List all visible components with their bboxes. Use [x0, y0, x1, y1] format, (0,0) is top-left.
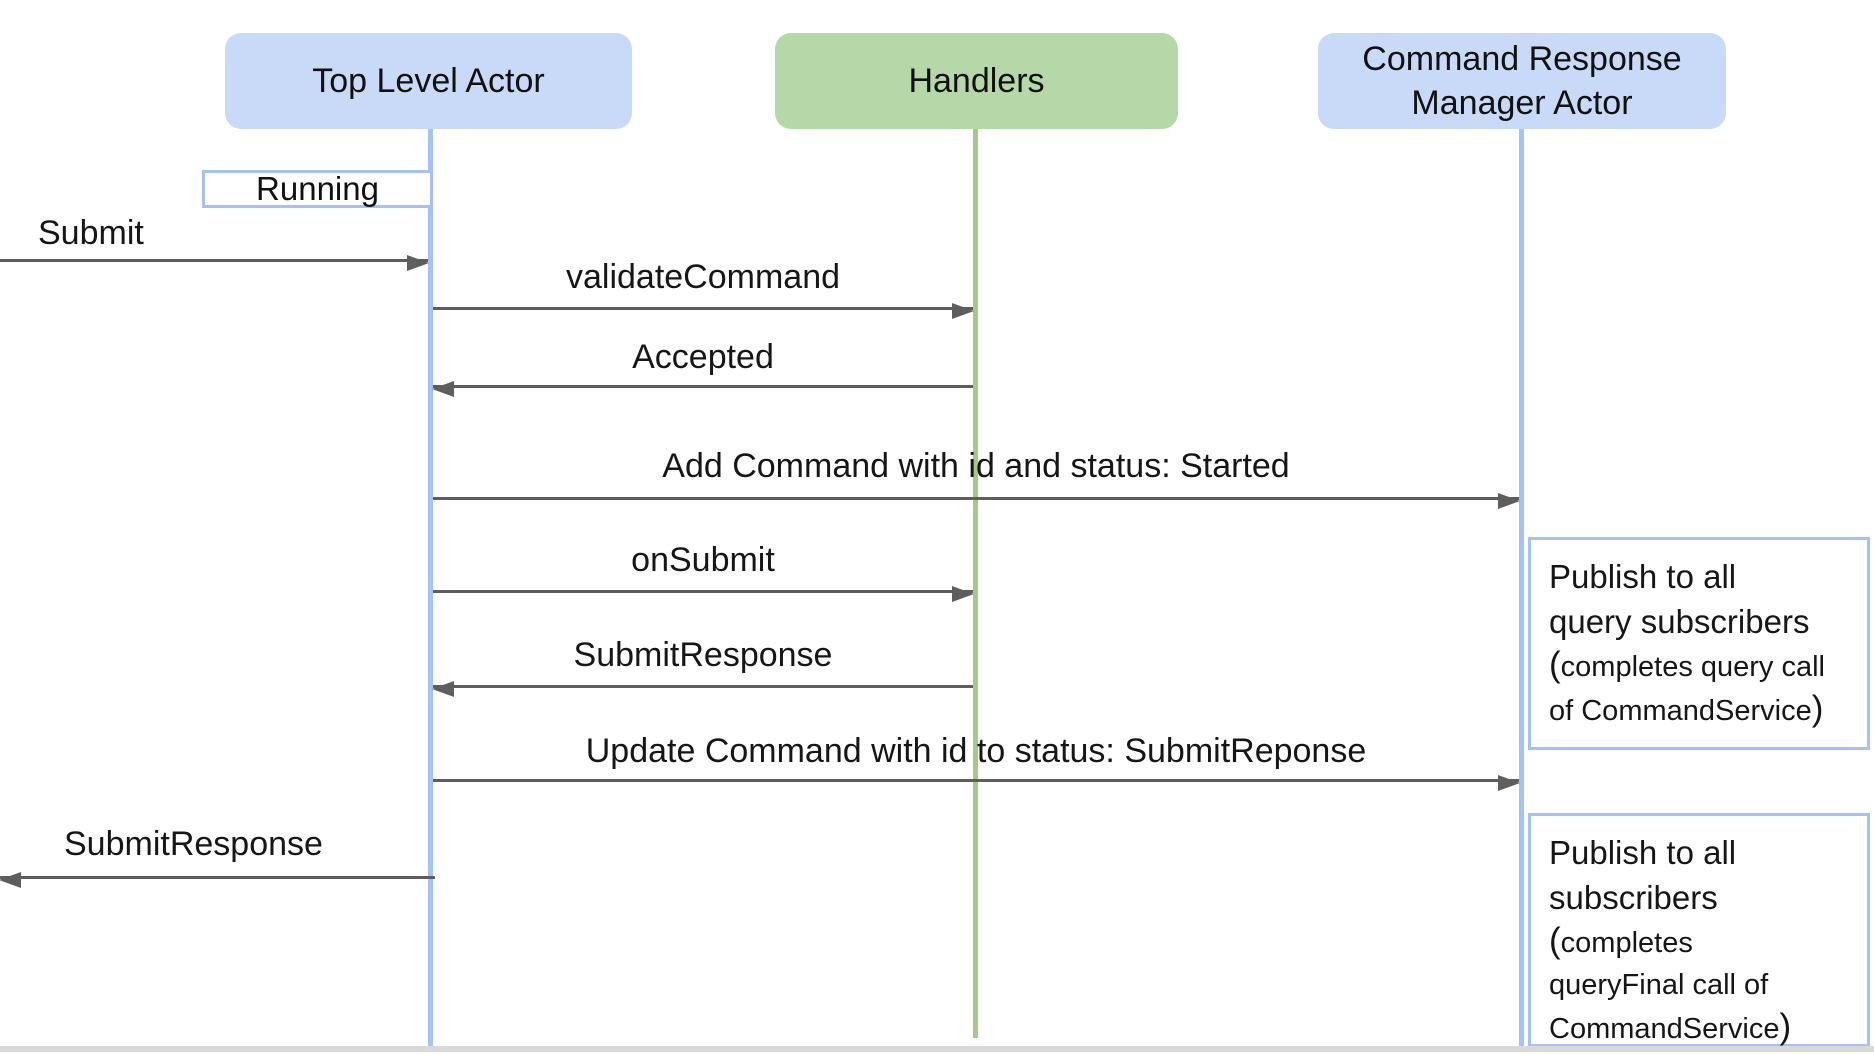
message-label-accepted: Accepted [632, 338, 774, 376]
note-line: of CommandService) [1549, 689, 1824, 728]
message-arrow-update-command [433, 775, 1520, 791]
actor-label-line2: Manager Actor [1411, 84, 1633, 122]
message-arrow-submit-response [432, 681, 973, 697]
note-line: (completes [1549, 921, 1693, 960]
arrowhead-right-icon [1498, 493, 1520, 509]
actor-label-top-level-actor: Top Level Actor [312, 62, 545, 100]
note-line: Publish to all [1549, 834, 1737, 871]
activation-box-running: Running [202, 170, 433, 208]
note-publish-query-subscribers: Publish to all query subscribers (comple… [1528, 537, 1870, 750]
note-line: Publish to all [1549, 558, 1737, 595]
message-label-submit-response-out: SubmitResponse [64, 825, 323, 863]
page-bottom-rule [0, 1046, 1874, 1052]
lifeline-top-level-actor [428, 129, 433, 1050]
note-line: (completes query call [1549, 645, 1825, 684]
actor-box-handlers: Handlers [775, 33, 1178, 129]
message-label-update-command: Update Command with id to status: Submit… [585, 732, 1367, 770]
arrowhead-right-icon [952, 303, 974, 319]
actor-label-command-response-manager: Command Response Manager Actor [1362, 37, 1681, 125]
message-label-on-submit: onSubmit [631, 541, 775, 579]
message-arrow-submit [0, 255, 429, 271]
message-label-validate-command: validateCommand [565, 258, 841, 296]
note-line: CommandService) [1549, 1007, 1792, 1046]
note-line: queryFinal call of [1549, 969, 1769, 1001]
arrowhead-left-icon [432, 381, 454, 397]
note-line: subscribers [1549, 879, 1718, 916]
message-label-add-command: Add Command with id and status: Started [662, 447, 1290, 485]
actor-box-command-response-manager: Command Response Manager Actor [1318, 33, 1726, 129]
message-arrow-validate-command [433, 303, 974, 319]
arrowhead-right-icon [407, 255, 429, 271]
arrowhead-right-icon [1498, 775, 1520, 791]
lifeline-handlers [973, 129, 978, 1038]
note-publish-all-subscribers: Publish to all subscribers (completes qu… [1528, 813, 1870, 1047]
activation-label: Running [256, 170, 379, 207]
lifeline-command-response-manager [1519, 129, 1524, 1047]
message-arrow-add-command [433, 493, 1520, 509]
actor-box-top-level-actor: Top Level Actor [225, 33, 632, 129]
message-arrow-submit-response-out [0, 872, 435, 888]
message-label-submit-response: SubmitResponse [573, 636, 833, 674]
message-label-submit: Submit [38, 214, 144, 252]
note-line: query subscribers [1549, 603, 1810, 640]
actor-label-handlers: Handlers [908, 62, 1045, 100]
arrowhead-left-icon [432, 681, 454, 697]
message-arrow-accepted [432, 381, 973, 397]
actor-label-line1: Command Response [1362, 40, 1682, 78]
message-arrow-on-submit [433, 586, 974, 602]
arrowhead-right-icon [952, 586, 974, 602]
arrowhead-left-icon [0, 872, 21, 888]
